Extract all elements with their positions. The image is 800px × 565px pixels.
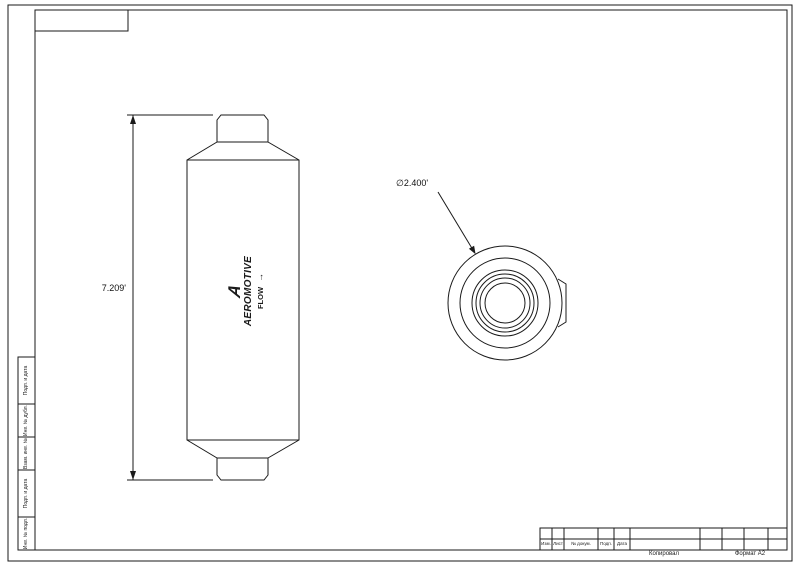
aeromotive-logo-icon: A — [225, 282, 244, 300]
stamp-podp-data-2: Подп. и дата — [23, 478, 29, 509]
length-dimension-lines — [127, 114, 213, 481]
flow-label: FLOW — [255, 286, 265, 310]
flow-arrow-icon: → — [255, 272, 265, 282]
titleblock-col-list: Лист — [553, 541, 563, 546]
titleblock-col-doc: № докум. — [571, 541, 591, 546]
stamp-podp-data-1: Подп. и дата — [23, 365, 29, 396]
titleblock-col-sign: Подп. — [600, 541, 612, 546]
filter-body-marking: A AEROMOTIVE FLOW → — [223, 246, 269, 336]
filter-side-view — [186, 114, 300, 481]
leader-arrow — [468, 245, 476, 255]
stamp-inv-dubl: Инв. № дубл. — [23, 405, 29, 436]
filter-end-view — [447, 245, 567, 361]
dimension-arrow-up — [130, 115, 136, 124]
stamp-vzam-inv: Взам. инв. № — [23, 438, 29, 469]
left-stamp-boxes — [17, 356, 36, 551]
port-tab-detail — [557, 278, 567, 328]
top-left-stamp-box — [34, 9, 129, 32]
sheet-borders — [7, 4, 793, 562]
title-block-grid — [539, 527, 788, 551]
length-dimension-text: 7.209' — [101, 283, 126, 293]
diameter-leader — [437, 191, 476, 255]
flow-direction-marking: FLOW → — [255, 273, 265, 309]
aeromotive-logo-text: AEROMOTIVE — [243, 255, 254, 327]
copied-label: Копировал — [648, 551, 680, 557]
format-label: Формат А2 — [734, 551, 766, 557]
titleblock-col-izm: Изм. — [541, 541, 551, 546]
titleblock-col-date: Дата — [617, 541, 627, 546]
dimension-arrow-down — [130, 471, 136, 480]
diameter-dimension-text: ∅2.400' — [396, 178, 429, 188]
stamp-inv-podl: Инв. № подл. — [23, 517, 29, 550]
